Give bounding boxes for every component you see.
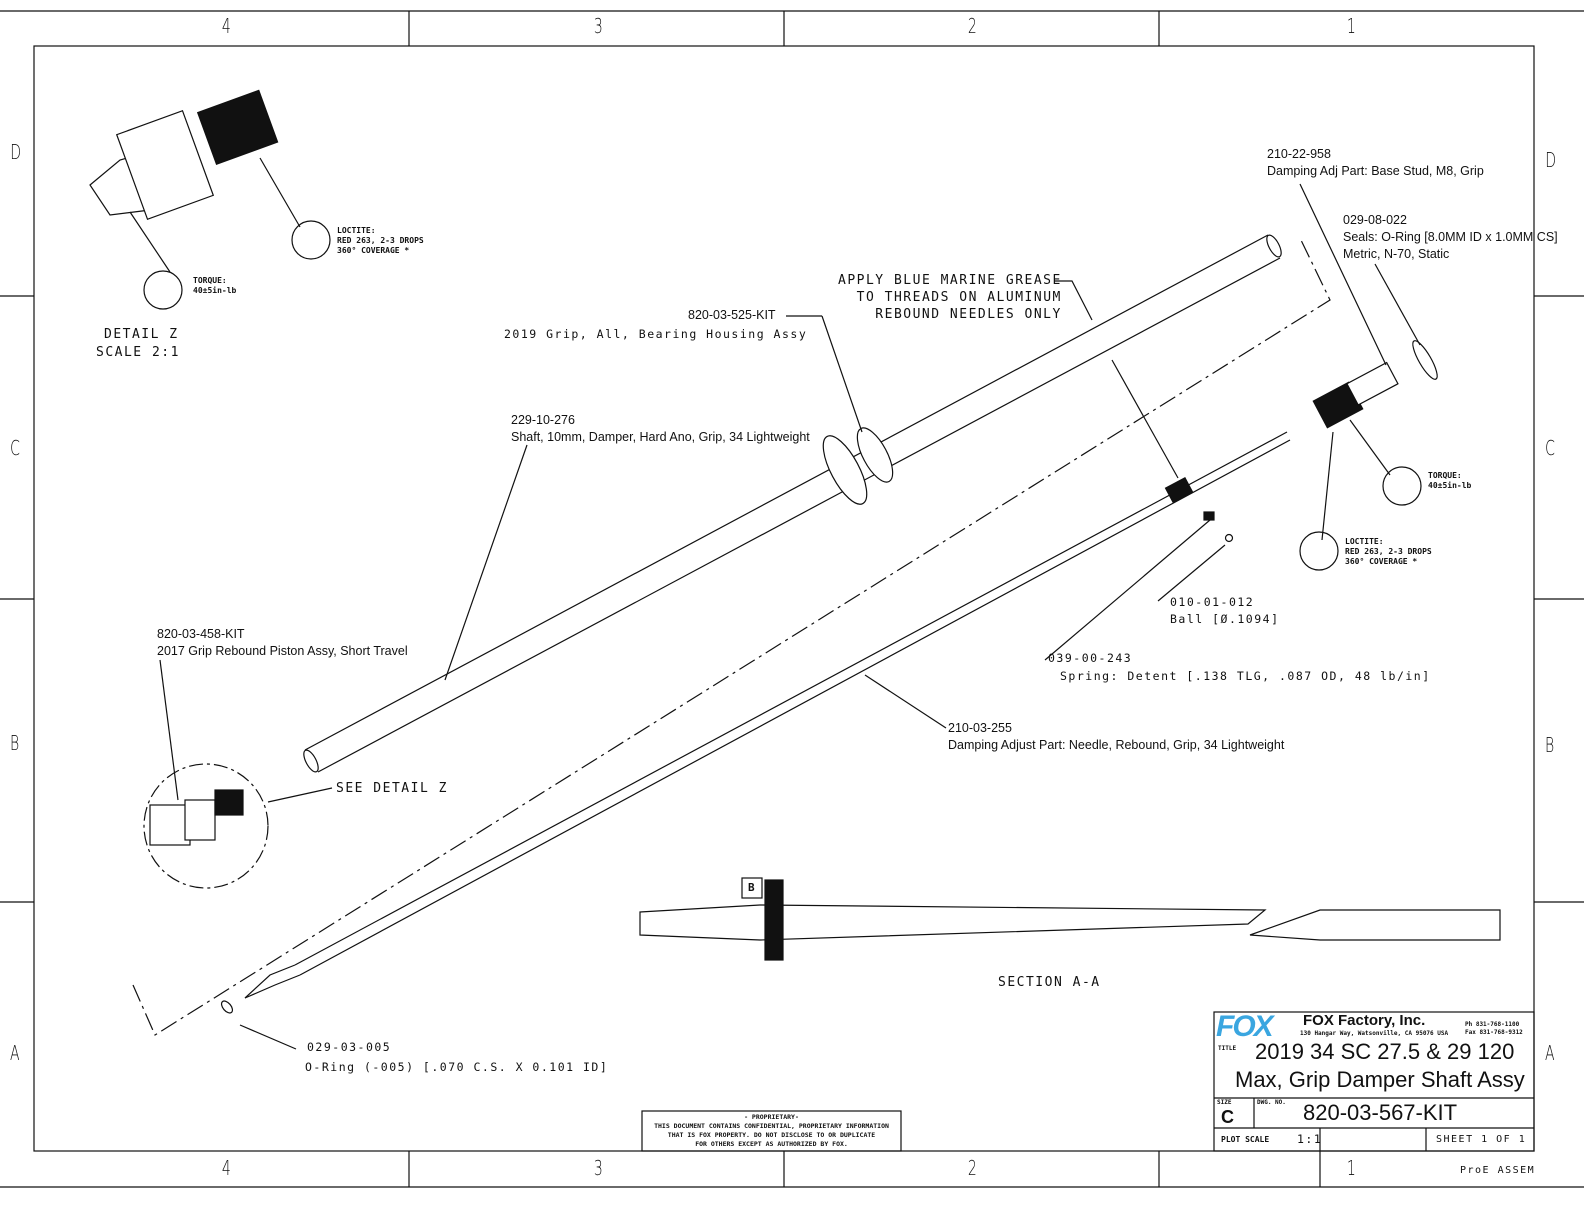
loctite-icon — [291, 220, 1339, 571]
sheet-number: SHEET 1 OF 1 — [1436, 1134, 1527, 1145]
zone-row-a: A — [10, 1041, 20, 1065]
leader-lines — [129, 157, 1421, 1050]
company-name: FOX Factory, Inc. — [1303, 1012, 1426, 1029]
section-label: SECTION A-A — [998, 975, 1101, 990]
callout-bearing-housing-part: 820-03-525-KIT — [688, 308, 776, 322]
damper-shaft — [303, 234, 1282, 773]
rebound-needle — [244, 431, 1291, 999]
callout-bearing-housing-desc: 2019 Grip, All, Bearing Housing Assy — [504, 327, 808, 341]
detail-scale: SCALE 2:1 — [96, 345, 180, 360]
zone-col-3-bottom: 3 — [593, 1156, 603, 1180]
proprietary-notice: - PROPRIETARY-THIS DOCUMENT CONTAINS CON… — [654, 1113, 889, 1148]
title-label: TITLE — [1218, 1045, 1237, 1052]
zone-row-c-right: C — [1545, 436, 1555, 460]
size-value: C — [1221, 1107, 1234, 1127]
size-label: SIZE — [1217, 1099, 1232, 1106]
proprietary-box — [641, 1110, 902, 1152]
zone-col-1-bottom: 1 — [1346, 1156, 1356, 1180]
zone-row-d-right: D — [1545, 148, 1557, 172]
torque-wrench-icon — [143, 270, 1422, 506]
zone-row-a-right: A — [1545, 1041, 1555, 1065]
sheet-border — [0, 10, 1584, 1188]
center-line — [132, 237, 1331, 1036]
section-marker: B — [748, 881, 755, 894]
fox-logo: FOX — [1216, 1010, 1274, 1043]
zone-col-2: 2 — [967, 14, 977, 38]
callout-oring-005-desc: O-Ring (-005) [.070 C.S. X 0.101 ID] — [305, 1060, 609, 1074]
zone-col-1: 1 — [1346, 14, 1356, 38]
zone-col-3: 3 — [593, 14, 603, 38]
zone-row-c: C — [10, 436, 20, 460]
section-a-a — [639, 877, 1501, 961]
base-stud — [220, 340, 1438, 1014]
drawing-title-2: Max, Grip Damper Shaft Assy — [1235, 1067, 1525, 1092]
detail-z-view — [89, 89, 279, 889]
torque-note-detail: TORQUE:40±5in-lb — [193, 276, 237, 295]
zone-row-d: D — [10, 140, 22, 164]
plot-scale: 1:1 — [1297, 1132, 1323, 1146]
see-detail-label: SEE DETAIL Z — [336, 781, 448, 796]
title-block — [1213, 1011, 1535, 1187]
zone-col-4-bottom: 4 — [221, 1156, 231, 1180]
detail-title: DETAIL Z — [104, 327, 179, 342]
zone-row-b: B — [9, 731, 20, 755]
plot-scale-label: PLOT SCALE — [1221, 1135, 1270, 1144]
dwg-no: 820-03-567-KIT — [1303, 1100, 1458, 1125]
company-address: 130 Hangar Way, Watsonville, CA 95076 US… — [1300, 1030, 1449, 1037]
zone-row-b-right: B — [1544, 733, 1555, 757]
callout-spring-desc: Spring: Detent [.138 TLG, .087 OD, 48 lb… — [1060, 669, 1431, 683]
zone-col-2-bottom: 2 — [967, 1156, 977, 1180]
dwg-no-label: DWG. NO. — [1257, 1099, 1286, 1106]
drawing-title-1: 2019 34 SC 27.5 & 29 120 — [1255, 1039, 1515, 1064]
callout-oring-005-part: 029-03-005 — [307, 1040, 392, 1054]
zone-col-4: 4 — [221, 14, 231, 38]
callout-spring-part: 039-00-243 — [1048, 651, 1133, 665]
proe-footer: ProE ASSEM — [1460, 1165, 1536, 1176]
torque-note: TORQUE:40±5in-lb — [1428, 471, 1472, 490]
bearing-housing — [822, 427, 894, 505]
